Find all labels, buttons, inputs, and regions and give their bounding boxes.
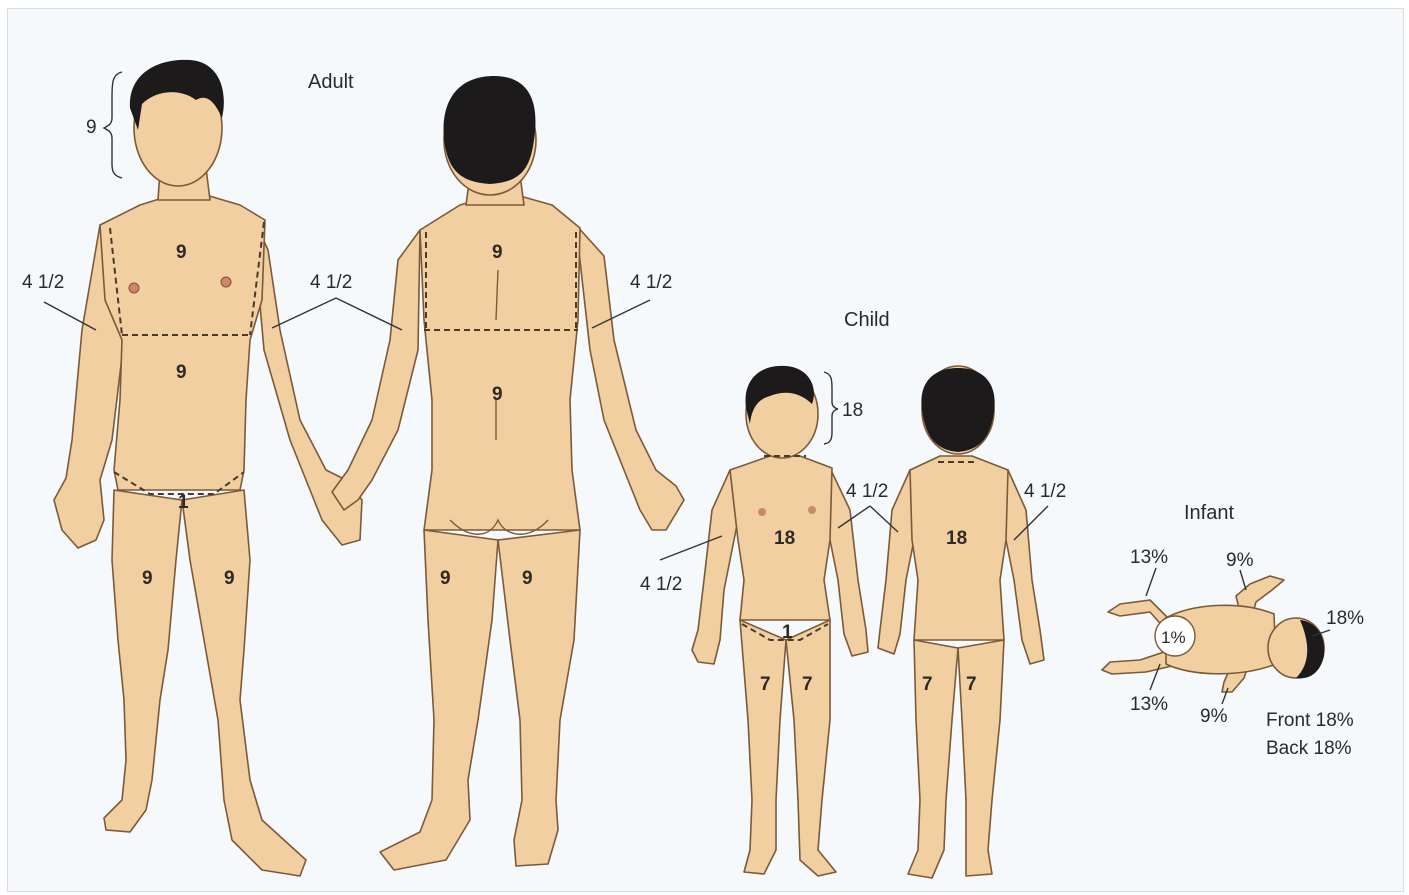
- adult-head-brace: [104, 72, 122, 178]
- adult-leg-front-left-value: 9: [142, 568, 153, 589]
- child-arm-left-front-value: 4 1/2: [640, 574, 682, 595]
- child-arm-mid-value: 4 1/2: [846, 481, 888, 502]
- adult-leg-back-right-value: 9: [522, 568, 533, 589]
- adult-lower-back-value: 9: [492, 384, 503, 405]
- adult-front-nipple-right: [221, 277, 231, 287]
- adult-front-torso: [100, 195, 265, 490]
- child-front-nipple-left: [758, 508, 766, 516]
- adult-genitals-value: 1: [178, 492, 189, 513]
- adult-back-right-leg: [498, 530, 580, 866]
- adult-upper-back-value: 9: [492, 242, 503, 263]
- child-back-left-leg: [908, 640, 958, 878]
- adult-arm-right-back-value: 4 1/2: [630, 272, 672, 293]
- infant-top-leg-leader: [1146, 568, 1156, 596]
- child-leg-front-left-value: 7: [760, 674, 771, 695]
- child-back-right-leg: [958, 640, 1004, 876]
- adult-back-hair: [444, 76, 536, 184]
- infant-leg-top-value: 13%: [1130, 547, 1168, 568]
- infant-trunk-front-value: Front 18%: [1266, 710, 1354, 731]
- adult-title: Adult: [308, 71, 354, 93]
- child-front-left-leg: [740, 620, 786, 874]
- infant-genitals-value: 1%: [1161, 628, 1186, 647]
- child-front-figure: [692, 366, 868, 876]
- infant-arm-bottom-value: 9%: [1200, 706, 1228, 727]
- adult-front-nipple-left: [129, 283, 139, 293]
- child-back-hair: [921, 368, 994, 452]
- child-genitals-value: 1: [782, 622, 793, 643]
- child-front-left-arm: [692, 470, 738, 664]
- adult-back-right-arm: [576, 225, 684, 530]
- child-leg-back-right-value: 7: [966, 674, 977, 695]
- child-front-nipple-right: [808, 506, 816, 514]
- adult-back-figure: [332, 76, 684, 870]
- adult-mid-arm-leader-left: [272, 298, 336, 328]
- infant-top-arm-leader: [1240, 570, 1246, 590]
- child-head-value: 18: [842, 400, 863, 421]
- child-trunk-front-value: 18: [774, 528, 795, 549]
- child-arm-right-back-value: 4 1/2: [1024, 481, 1066, 502]
- adult-head-value: 9: [86, 117, 97, 138]
- adult-back-left-leg: [380, 530, 498, 870]
- adult-leg-front-right-value: 9: [224, 568, 235, 589]
- adult-arm-mid-value: 4 1/2: [310, 272, 352, 293]
- adult-abdomen-front-value: 9: [176, 362, 187, 383]
- adult-front-left-leg: [104, 490, 182, 832]
- infant-arm-top-value: 9%: [1226, 550, 1254, 571]
- child-back-figure: [878, 366, 1044, 878]
- infant-title: Infant: [1184, 502, 1234, 524]
- infant-figure: [1102, 576, 1324, 692]
- adult-arm-left-front-value: 4 1/2: [22, 272, 64, 293]
- child-title: Child: [844, 309, 890, 331]
- infant-bottom-leg: [1102, 650, 1172, 674]
- adult-leg-back-left-value: 9: [440, 568, 451, 589]
- adult-chest-front-value: 9: [176, 242, 187, 263]
- adult-front-figure: [54, 60, 362, 876]
- child-leg-front-right-value: 7: [802, 674, 813, 695]
- child-leg-back-left-value: 7: [922, 674, 933, 695]
- adult-front-right-leg: [182, 490, 306, 876]
- child-front-right-leg: [786, 620, 836, 876]
- child-trunk-back-value: 18: [946, 528, 967, 549]
- infant-head-value: 18%: [1326, 608, 1364, 629]
- infant-leg-bottom-value: 13%: [1130, 694, 1168, 715]
- child-head-brace: [824, 372, 838, 444]
- infant-trunk-back-value: Back 18%: [1266, 738, 1352, 759]
